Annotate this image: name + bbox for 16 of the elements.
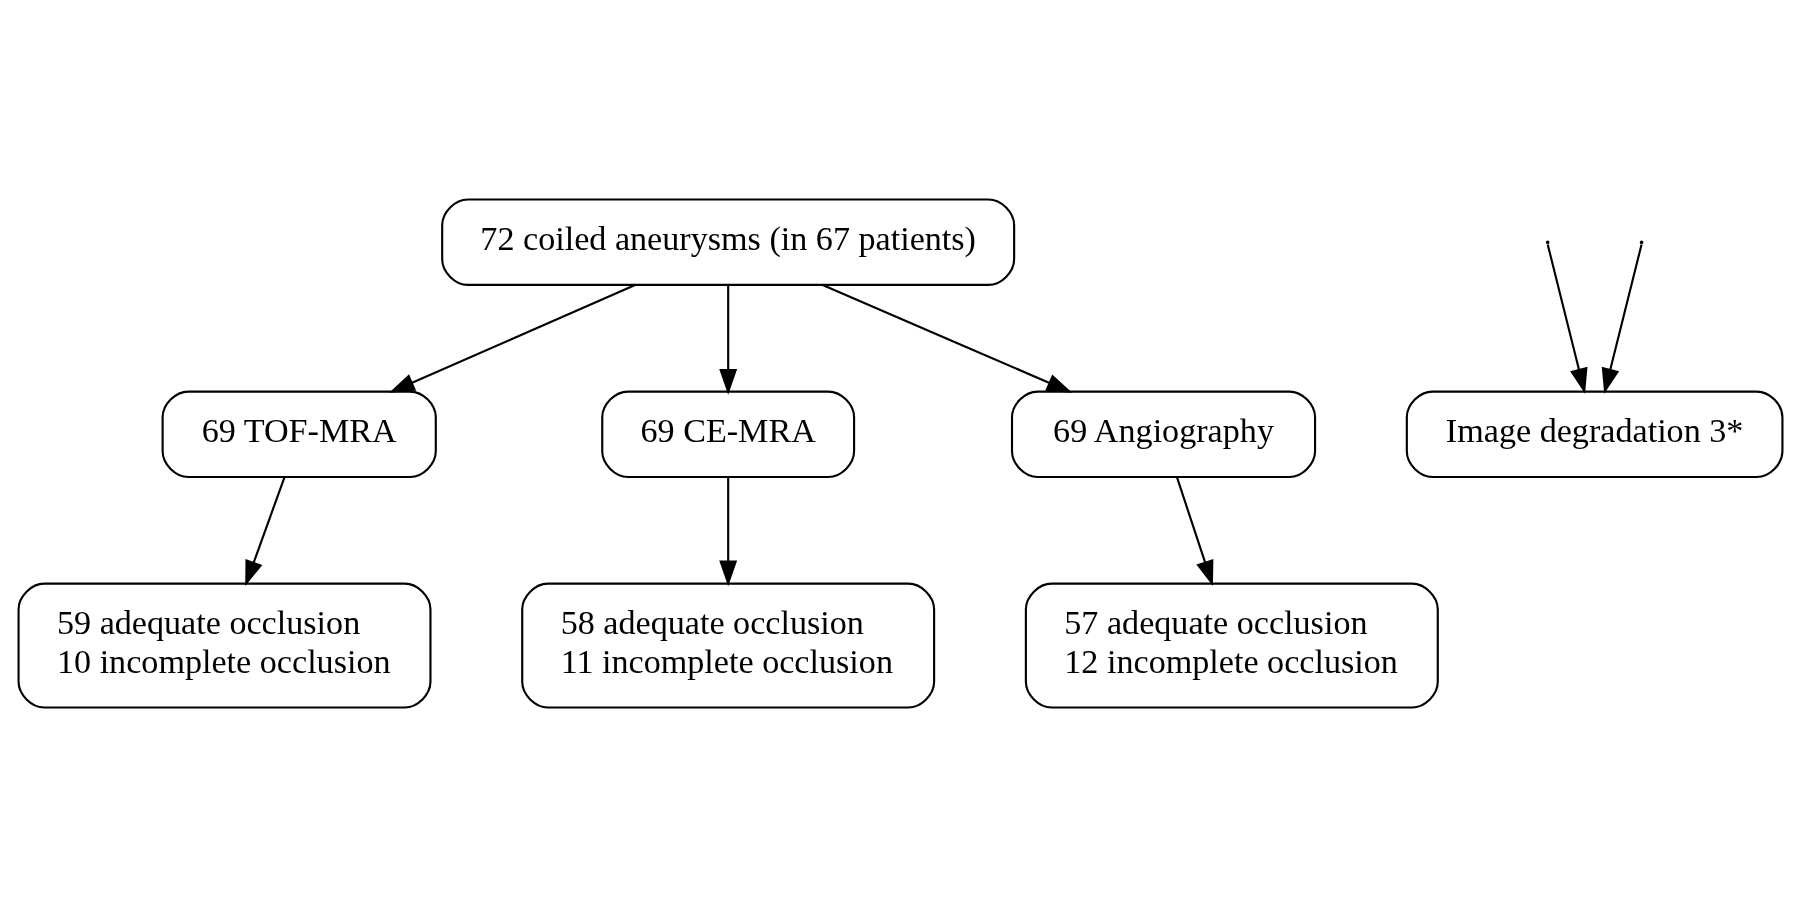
arrow — [1601, 244, 1643, 394]
node-box: 69 CE-MRA — [600, 390, 855, 479]
arrow — [821, 284, 1072, 393]
node-box: Image degradation 3* — [1405, 390, 1783, 479]
node-box: 69 Angiography — [1010, 390, 1316, 479]
arrow — [244, 476, 285, 587]
node-box: 72 coiled aneurysms (in 67 patients) — [440, 198, 1015, 286]
node-box: 59 adequate occlusion 10 incomplete occlusion — [17, 582, 431, 709]
node-box: 69 TOF-MRA — [161, 390, 437, 479]
node-box: 57 adequate occlusion 12 incomplete occlusion — [1024, 582, 1439, 709]
arrow — [1175, 477, 1213, 587]
arrow — [718, 285, 737, 395]
arrow — [1546, 244, 1588, 394]
arrow — [388, 284, 636, 393]
node-box: 58 adequate occlusion 11 incomplete occlusion — [520, 582, 935, 709]
arrow — [718, 477, 737, 587]
